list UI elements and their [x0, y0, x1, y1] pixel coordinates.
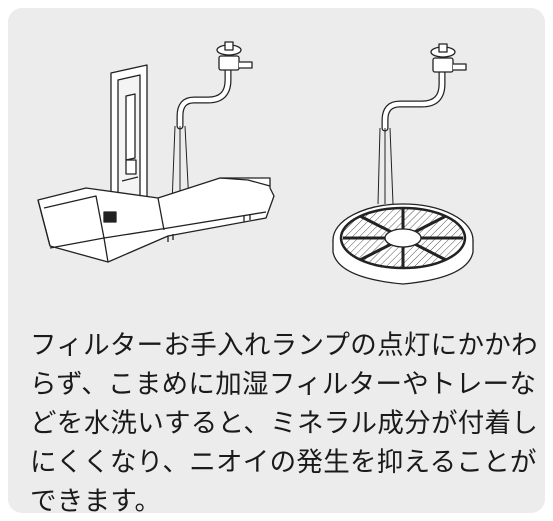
tray-under-faucet-icon — [37, 41, 275, 263]
caption-line: らず、こまめに加湿フィルターやトレーな — [30, 369, 537, 400]
caption-line: どを水洗いすると、ミネラル成分が付着し — [30, 408, 539, 439]
caption-line: にくくなり、ニオイの発生を抑えることが — [30, 447, 537, 478]
caption-line: できます。 — [30, 486, 162, 517]
caption-line: フィルターお手入れランプの点灯にかかわ — [30, 330, 538, 361]
care-instructions-text: フィルターお手入れランプの点灯にかかわ らず、こまめに加湿フィルターやトレーな … — [30, 326, 539, 521]
info-card: フィルターお手入れランプの点灯にかかわ らず、こまめに加湿フィルターやトレーな … — [8, 8, 545, 517]
filter-under-faucet-icon — [332, 43, 474, 285]
washing-illustration — [37, 41, 474, 285]
